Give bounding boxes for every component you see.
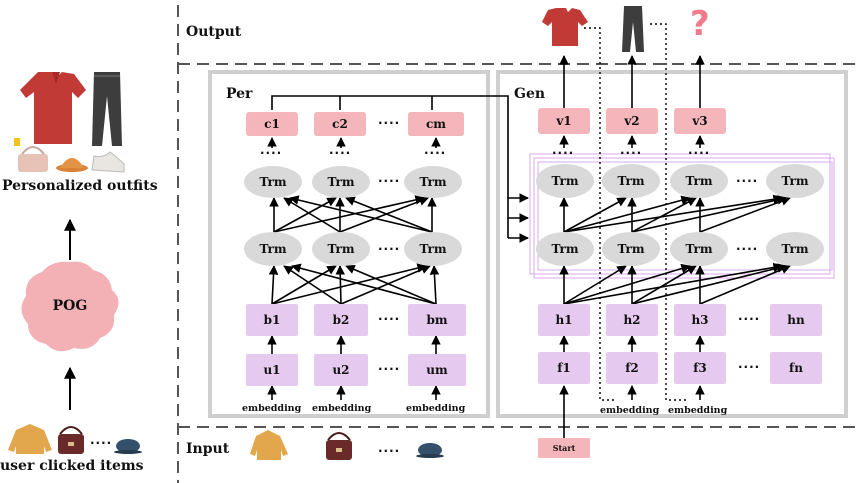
gen-trm-node: Trm bbox=[766, 164, 824, 198]
per-c-box: c2 bbox=[314, 112, 366, 136]
per-u-box: u1 bbox=[246, 354, 298, 386]
hat-icon bbox=[416, 443, 444, 458]
gen-v-box: v1 bbox=[538, 108, 590, 134]
gen-f-box: f2 bbox=[606, 352, 658, 384]
gen-h-box: h2 bbox=[606, 304, 658, 336]
per-trm-node: Trm bbox=[244, 166, 302, 198]
per-b-box: b1 bbox=[246, 304, 298, 336]
left-items-ellipsis: ···· bbox=[90, 436, 113, 450]
per-trm-node: Trm bbox=[312, 166, 370, 198]
gen-v-dots: ···· bbox=[688, 146, 711, 160]
gen-h-box: hn bbox=[770, 304, 822, 336]
output-label: Output bbox=[186, 24, 242, 40]
per-trm-ellipsis: ···· bbox=[378, 242, 401, 256]
gen-trm-node: Trm bbox=[536, 164, 594, 198]
gen-label: Gen bbox=[514, 86, 546, 102]
start-token: Start bbox=[538, 438, 590, 458]
gen-panel bbox=[496, 70, 848, 418]
personalized-outfits-label: Personalized outfits bbox=[2, 178, 158, 194]
per-embedding-label: embedding bbox=[312, 403, 372, 414]
per-trm-node: Trm bbox=[404, 166, 462, 198]
handbag-icon bbox=[58, 426, 84, 454]
per-c-box: cm bbox=[408, 112, 464, 136]
left-column bbox=[8, 72, 142, 454]
gen-embedding-label: embedding bbox=[600, 405, 660, 416]
per-c-dots: ···· bbox=[329, 146, 352, 160]
gen-h-box: h3 bbox=[674, 304, 726, 336]
gen-f-box: f1 bbox=[538, 352, 590, 384]
hat-icon bbox=[56, 158, 88, 172]
gen-f-box: f3 bbox=[674, 352, 726, 384]
per-u-box: um bbox=[408, 354, 466, 386]
question-icon: ? bbox=[690, 4, 710, 44]
per-c-dots: ···· bbox=[260, 146, 283, 160]
handbag-icon bbox=[326, 432, 352, 460]
blouse-icon bbox=[542, 8, 588, 46]
per-b-box: bm bbox=[408, 304, 466, 336]
sneaker-icon bbox=[91, 151, 125, 173]
per-b-ellipsis: ···· bbox=[378, 312, 401, 326]
per-embedding-label: embedding bbox=[406, 403, 466, 414]
input-ellipsis: ···· bbox=[378, 444, 401, 458]
gen-trm-node: Trm bbox=[536, 232, 594, 266]
input-label: Input bbox=[186, 441, 230, 457]
tag-icon bbox=[14, 138, 20, 146]
sweater-icon bbox=[250, 430, 288, 460]
gen-dotted-connectors bbox=[584, 23, 686, 401]
per-u-box: u2 bbox=[314, 354, 368, 386]
per-c-dots: ···· bbox=[424, 146, 447, 160]
per-embedding-label: embedding bbox=[242, 403, 302, 414]
gen-trm-node: Trm bbox=[670, 232, 728, 266]
gen-h-ellipsis: ···· bbox=[738, 312, 761, 326]
handbag-icon bbox=[18, 146, 48, 172]
jeans-icon bbox=[622, 6, 644, 52]
gen-edges bbox=[559, 55, 791, 438]
pog-label: POG bbox=[52, 298, 88, 314]
pog-blob bbox=[21, 261, 119, 352]
gen-v-box: v2 bbox=[606, 108, 658, 134]
per-trm-node: Trm bbox=[244, 232, 302, 266]
per-trm-node: Trm bbox=[404, 232, 462, 266]
gen-trm-node: Trm bbox=[670, 164, 728, 198]
per-panel bbox=[208, 70, 490, 418]
jeans-icon bbox=[92, 72, 122, 146]
per-u-ellipsis: ···· bbox=[378, 362, 401, 376]
gen-v-dots: ···· bbox=[620, 146, 643, 160]
per-c-box: c1 bbox=[246, 112, 298, 136]
per-b-box: b2 bbox=[314, 304, 368, 336]
hat-icon bbox=[114, 439, 142, 454]
user-clicked-items-label: user clicked items bbox=[0, 458, 144, 474]
gen-f-ellipsis: ···· bbox=[738, 360, 761, 374]
gen-v-box: v3 bbox=[674, 108, 726, 134]
per-edges bbox=[267, 95, 529, 400]
gen-trm-node: Trm bbox=[766, 232, 824, 266]
sweater-icon bbox=[8, 424, 52, 454]
gen-trm-ellipsis: ···· bbox=[736, 242, 759, 256]
gen-trm-ellipsis: ···· bbox=[736, 174, 759, 188]
gen-v-dots: ···· bbox=[552, 146, 575, 160]
per-trm-ellipsis: ···· bbox=[378, 174, 401, 188]
gen-embedding-label: embedding bbox=[668, 405, 728, 416]
per-dot-arrows bbox=[267, 137, 441, 148]
blouse-icon bbox=[20, 72, 86, 144]
per-label: Per bbox=[226, 86, 253, 102]
gen-f-box: fn bbox=[770, 352, 822, 384]
gen-trm-node: Trm bbox=[602, 232, 660, 266]
gen-trm-node: Trm bbox=[602, 164, 660, 198]
gen-h-box: h1 bbox=[538, 304, 590, 336]
per-trm-node: Trm bbox=[312, 232, 370, 266]
per-c-ellipsis: ···· bbox=[378, 116, 401, 130]
